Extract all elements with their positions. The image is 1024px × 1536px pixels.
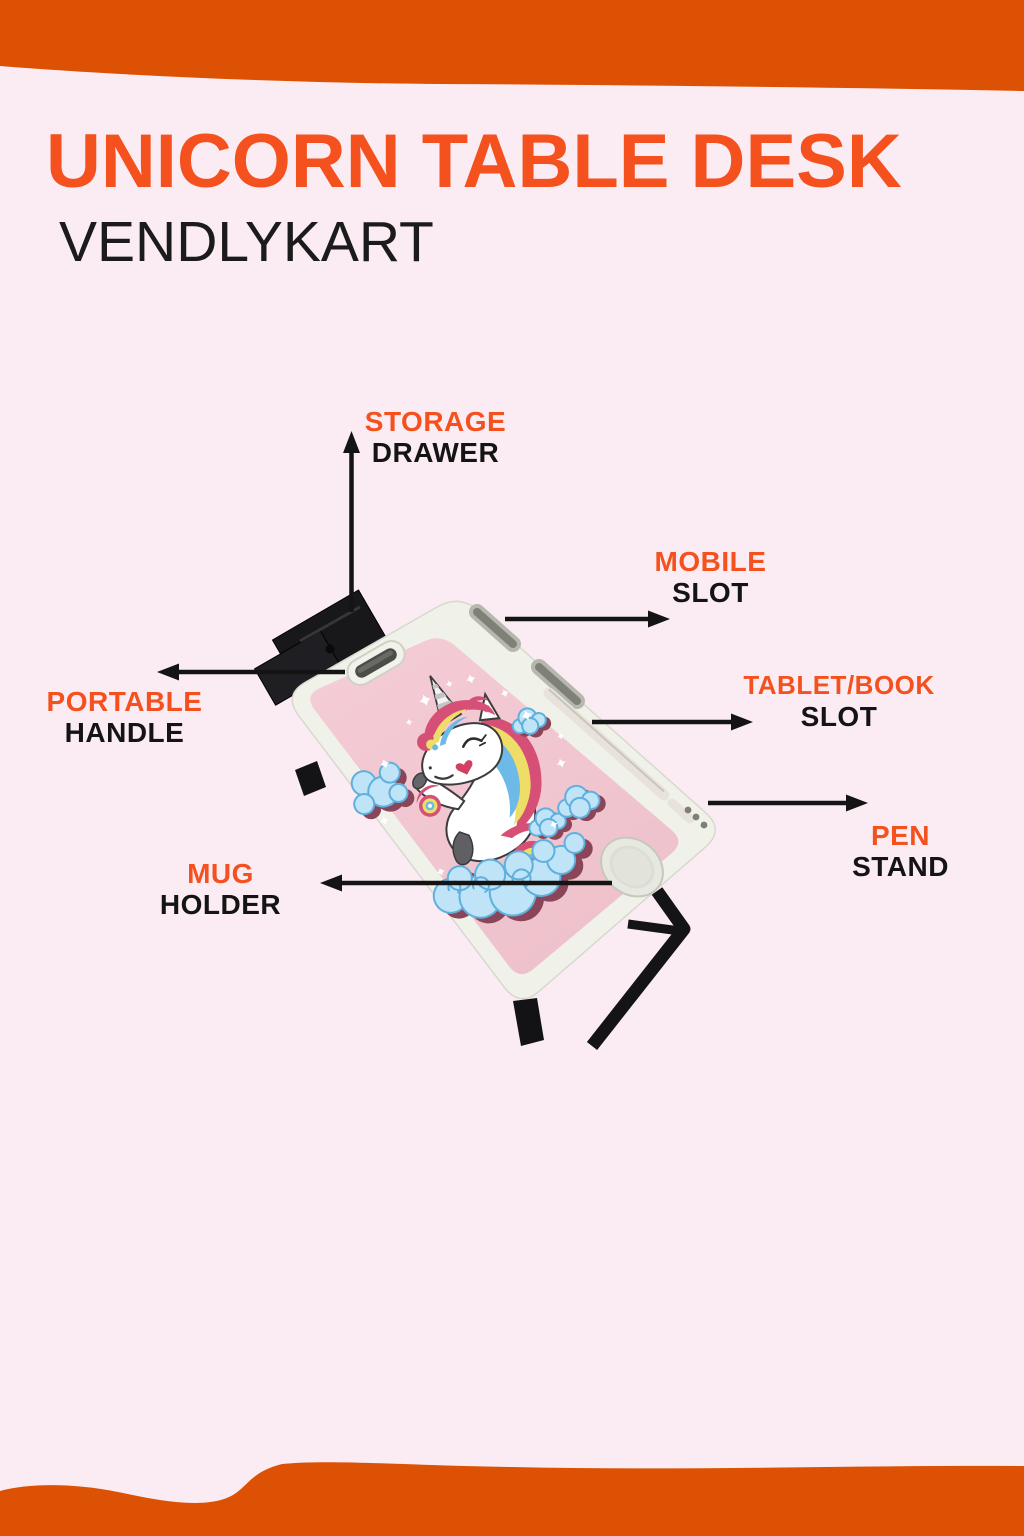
feature-line-dark: STAND — [852, 851, 949, 882]
feature-line-accent: PEN — [870, 820, 931, 851]
feature-label-mobile-slot: MOBILE SLOT — [623, 546, 798, 608]
feature-line-accent: PORTABLE — [46, 686, 203, 717]
feature-line-dark: HOLDER — [159, 889, 282, 920]
brand-name: VENDLYKART — [59, 210, 434, 274]
feature-label-tablet-book-slot: TABLET/BOOK SLOT — [733, 670, 945, 732]
feature-line-dark: SLOT — [672, 577, 749, 608]
mobile-slot-graphic — [469, 604, 521, 652]
feature-line-dark: HANDLE — [64, 717, 185, 748]
pen-stand-holes — [684, 806, 708, 829]
feature-line-accent: STORAGE — [364, 406, 507, 437]
arrow-mobile-slot — [505, 610, 670, 628]
feature-line-accent: MUG — [187, 858, 254, 889]
tablet-groove-graphic — [543, 687, 695, 824]
feature-line-accent: TABLET/BOOK — [743, 670, 935, 700]
callout-arrows — [157, 431, 868, 892]
feature-line-accent: MOBILE — [654, 546, 767, 577]
top-banner-wave — [0, 0, 1024, 91]
feature-label-pen-stand: PEN STAND — [808, 820, 993, 882]
tablet-slot-graphic — [531, 659, 585, 709]
storage-drawer-graphic — [253, 589, 389, 706]
arrow-storage-drawer — [343, 431, 360, 612]
page-title: UNICORN TABLE DESK — [46, 119, 902, 204]
arrow-mug-holder — [320, 874, 612, 892]
arrow-portable-handle — [157, 663, 345, 681]
product-illustration — [253, 589, 716, 1051]
unicorn-illustration — [350, 672, 610, 924]
feature-label-storage-drawer: STORAGE DRAWER — [348, 406, 523, 468]
feature-label-mug-holder: MUG HOLDER — [128, 858, 313, 920]
arrow-pen-stand — [708, 794, 868, 812]
bottom-banner-wave — [0, 1462, 1024, 1536]
feature-label-portable-handle: PORTABLE HANDLE — [32, 686, 217, 748]
arrow-tablet-book-slot — [592, 713, 753, 731]
folded-legs-graphic — [295, 761, 691, 1051]
portable-handle-graphic — [346, 640, 406, 686]
mug-holder-graphic — [600, 836, 664, 898]
feature-line-dark: SLOT — [800, 701, 878, 732]
feature-line-dark: DRAWER — [371, 437, 500, 468]
